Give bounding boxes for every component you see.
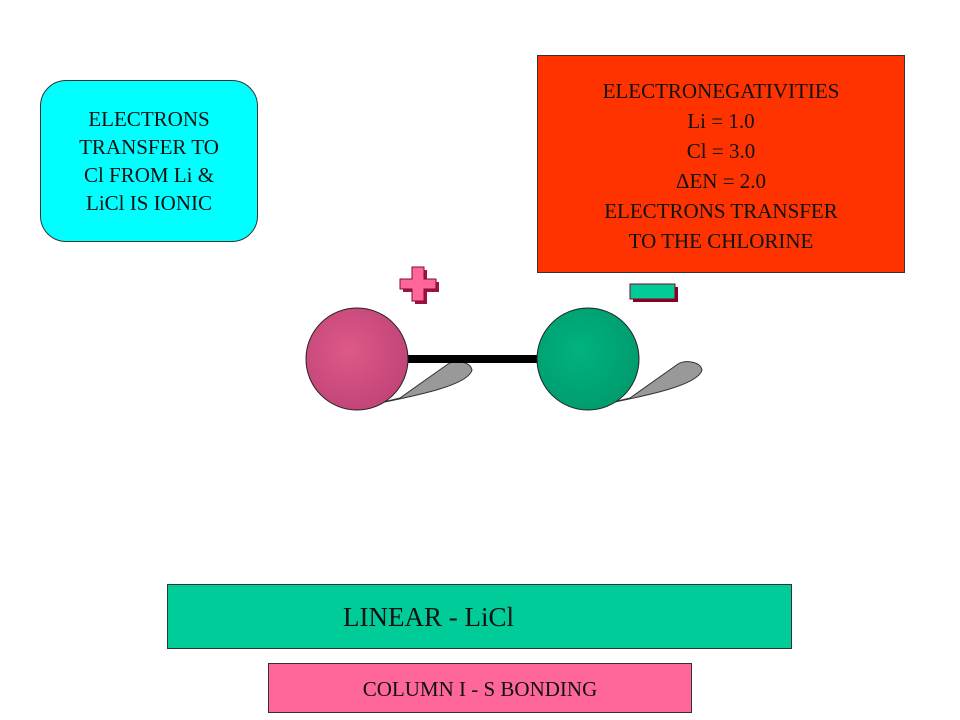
lithium-atom	[305, 307, 409, 411]
note-line: Cl FROM Li &	[83, 163, 215, 187]
note-line: LiCl IS IONIC	[86, 191, 212, 215]
geometry-text: LINEAR - LiCl	[343, 602, 514, 632]
en-conclusion-line: TO THE CHLORINE	[628, 229, 814, 253]
en-cl-value: Cl = 3.0	[686, 139, 756, 163]
molecular-geometry-label: LINEAR - LiCl	[167, 584, 792, 649]
ionic-bond-line	[405, 355, 540, 363]
negative-charge-icon	[629, 283, 678, 302]
en-li-value: Li = 1.0	[687, 109, 755, 133]
note-line: ELECTRONS	[88, 107, 210, 131]
chlorine-shadow	[604, 361, 703, 405]
en-delta-value: ΔEN = 2.0	[675, 169, 767, 193]
en-heading: ELECTRONEGATIVITIES	[602, 79, 840, 103]
chlorine-atom	[536, 307, 640, 411]
note-line: TRANSFER TO	[79, 135, 219, 159]
electronegativity-box: ELECTRONEGATIVITIES Li = 1.0 Cl = 3.0 ΔE…	[537, 55, 905, 273]
en-conclusion-line: ELECTRONS TRANSFER	[604, 199, 838, 223]
ionic-transfer-note: ELECTRONS TRANSFER TO Cl FROM Li & LiCl …	[40, 80, 258, 242]
column-bonding-label: COLUMN I - S BONDING	[268, 663, 692, 713]
positive-charge-icon	[399, 266, 439, 304]
